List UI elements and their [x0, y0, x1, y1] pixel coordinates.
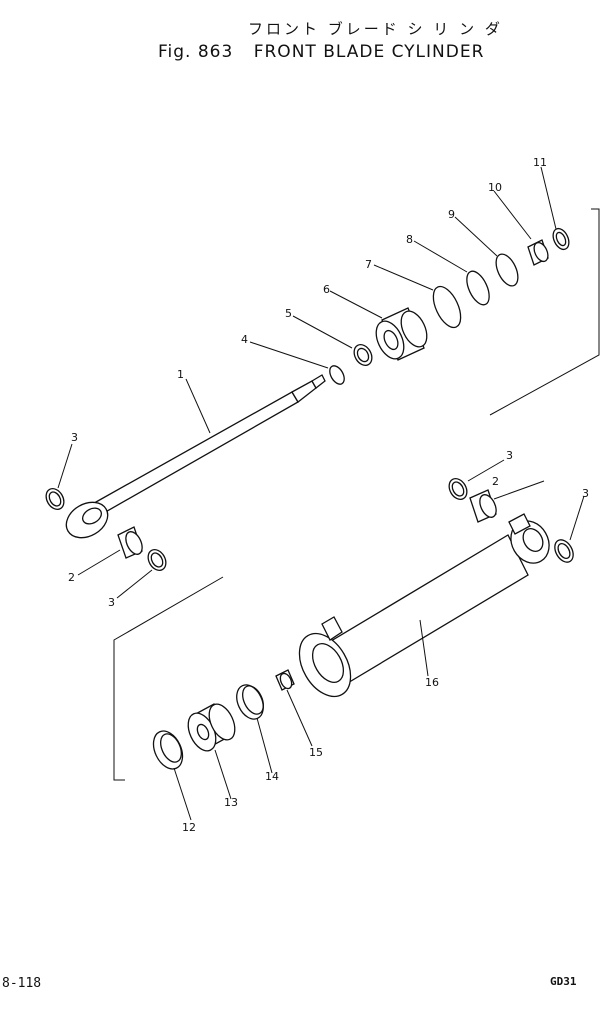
callout-10: 10 [488, 181, 502, 194]
assembly-bracket-lower [113, 576, 224, 781]
o-ring-9 [495, 253, 519, 287]
o-ring-7 [432, 285, 462, 329]
callout-14: 14 [265, 770, 279, 783]
seal-3b [147, 549, 167, 571]
nut-15 [275, 669, 295, 691]
callout-2b: 2 [492, 475, 499, 488]
callout-3b: 3 [108, 596, 115, 609]
callout-3d: 3 [582, 487, 589, 500]
backup-ring-8 [466, 270, 490, 306]
cylinder-head [375, 307, 428, 361]
callout-6: 6 [323, 283, 330, 296]
callouts: 1 2 2 3 3 3 3 4 5 6 7 8 9 10 11 12 13 14… [68, 156, 589, 834]
snap-ring [329, 365, 345, 385]
callout-9: 9 [448, 208, 455, 221]
piston-rod [65, 374, 326, 539]
callout-8: 8 [406, 233, 413, 246]
callout-5: 5 [285, 307, 292, 320]
page-number: 8-118 [2, 976, 42, 991]
seal-3c [448, 478, 468, 500]
callout-15: 15 [309, 746, 323, 759]
callout-3c: 3 [506, 449, 513, 462]
callout-13: 13 [224, 796, 238, 809]
bushing-2b [469, 489, 497, 523]
cylinder-tube [298, 513, 550, 698]
callout-2a: 2 [68, 571, 75, 584]
callout-1: 1 [177, 368, 184, 381]
callout-11: 11 [533, 156, 547, 169]
callout-3a: 3 [71, 431, 78, 444]
bushing-10 [527, 239, 549, 266]
bushing-2a [117, 526, 143, 559]
figure-title-text: FRONT BLADE CYLINDER [253, 42, 485, 62]
callout-12: 12 [182, 821, 196, 834]
piston-seal-12 [152, 730, 184, 770]
wear-ring-14 [236, 684, 264, 720]
model-code: GD31 [550, 975, 577, 988]
seal-5 [353, 344, 373, 366]
callout-7: 7 [365, 258, 372, 271]
seal-3a [45, 488, 65, 510]
figure-title: Fig. 863 FRONT BLADE CYLINDER [158, 42, 484, 62]
assembly-bracket-upper [489, 208, 600, 416]
leader-lines [57, 166, 585, 821]
seal-3d [554, 539, 574, 563]
piston-13 [187, 703, 236, 752]
title-japanese: フロント ブレード シ リ ン ダ [248, 20, 503, 38]
seal-11 [552, 227, 570, 251]
figure-number: Fig. 863 [158, 42, 234, 62]
callout-16: 16 [425, 676, 439, 689]
callout-4: 4 [241, 333, 248, 346]
